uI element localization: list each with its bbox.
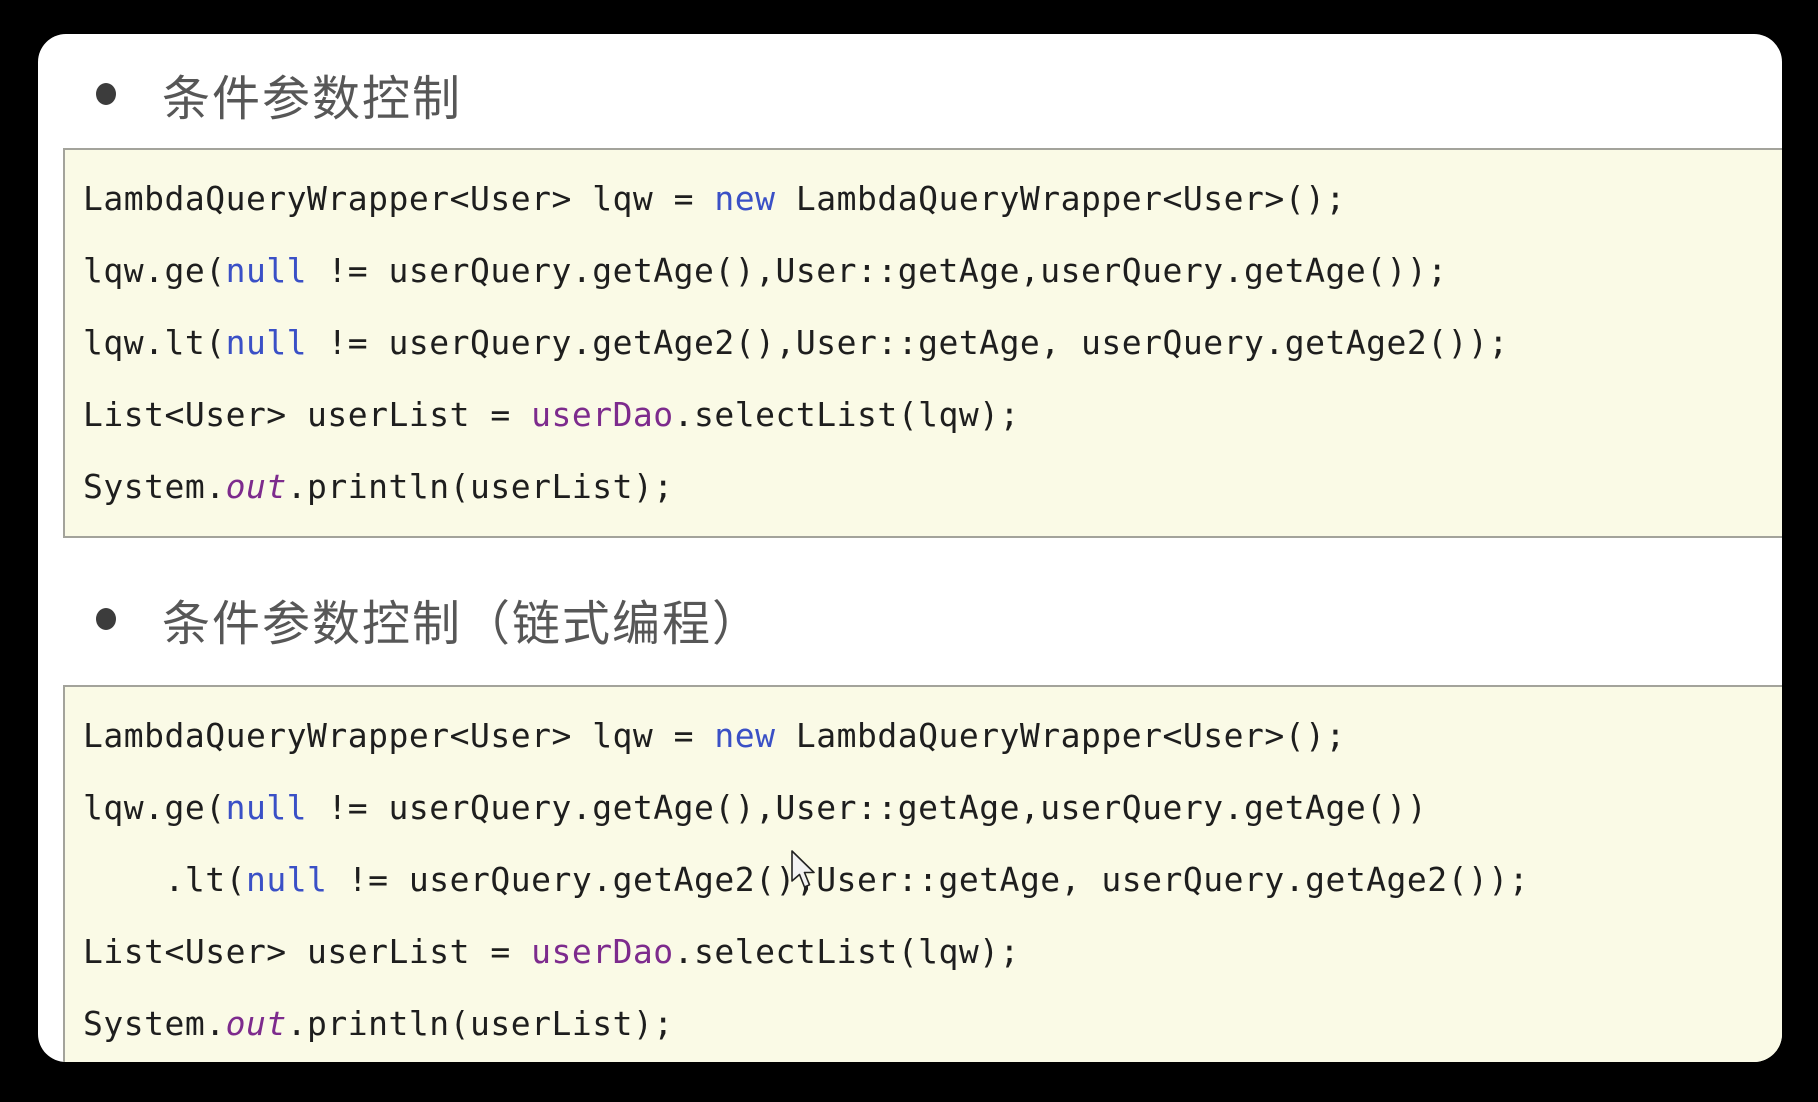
section-heading-row: 条件参数控制 (38, 66, 1782, 126)
section-heading: 条件参数控制（链式编程） (162, 598, 763, 651)
code-block-chained-params: LambdaQueryWrapper<User> lqw = new Lambd… (63, 685, 1782, 1062)
section-heading-row: 条件参数控制（链式编程） (38, 591, 1782, 651)
code-line: lqw.ge(null != userQuery.getAge(),User::… (83, 251, 1448, 290)
bullet-icon (96, 83, 116, 105)
code-line: List<User> userList = userDao.selectList… (83, 932, 1020, 971)
code-line: LambdaQueryWrapper<User> lqw = new Lambd… (83, 716, 1346, 755)
code-line: List<User> userList = userDao.selectList… (83, 395, 1020, 434)
document-page: 条件参数控制 LambdaQueryWrapper<User> lqw = ne… (38, 34, 1782, 1062)
code-line: lqw.lt(null != userQuery.getAge2(),User:… (83, 323, 1509, 362)
bullet-icon (96, 608, 116, 630)
code-line: System.out.println(userList); (83, 1004, 674, 1043)
code-line: LambdaQueryWrapper<User> lqw = new Lambd… (83, 179, 1346, 218)
code-line: .lt(null != userQuery.getAge2(),User::ge… (83, 860, 1530, 899)
code-block-condition-params: LambdaQueryWrapper<User> lqw = new Lambd… (63, 148, 1782, 538)
code-line: System.out.println(userList); (83, 467, 674, 506)
section-heading: 条件参数控制 (162, 73, 463, 126)
code-line: lqw.ge(null != userQuery.getAge(),User::… (83, 788, 1428, 827)
